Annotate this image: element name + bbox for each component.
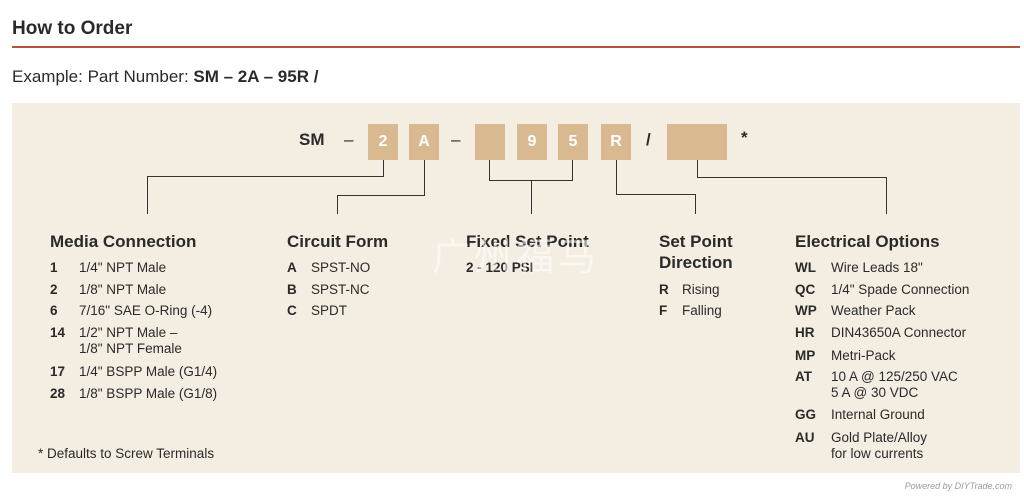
connector-electrical-drop (697, 160, 698, 178)
code-box-setpoint-3: 5 (558, 124, 588, 160)
media-text: 1/8" NPT Male (79, 282, 167, 297)
electrical-code: WL (795, 260, 816, 275)
media-text-continued: 1/8" NPT Female (79, 341, 182, 356)
connector-circuit-horizontal (337, 195, 425, 196)
circuit-form-title: Circuit Form (287, 232, 389, 251)
example-prefix: Example: Part Number: (12, 67, 194, 86)
circuit-text: SPDT (311, 303, 348, 318)
watermark: 广州福马 (432, 237, 601, 279)
electrical-text: Internal Ground (831, 407, 925, 422)
electrical-text: Weather Pack (831, 303, 916, 318)
electrical-code: QC (795, 282, 816, 297)
part-asterisk: * (741, 128, 748, 147)
direction-text: Rising (682, 282, 720, 297)
part-dash-2: – (451, 130, 461, 149)
connector-direction-horizontal (616, 194, 696, 195)
electrical-text: 10 A @ 125/250 VAC (831, 369, 958, 384)
media-text: 1/4" NPT Male (79, 260, 167, 275)
circuit-text: SPST-NO (311, 260, 371, 275)
direction-title-line1: Set Point (659, 232, 733, 251)
electrical-code: HR (795, 325, 815, 340)
title-divider (12, 46, 1020, 48)
electrical-text: DIN43650A Connector (831, 325, 967, 340)
footnote: * Defaults to Screw Terminals (38, 446, 215, 461)
media-text: 1/8" BSPP Male (G1/8) (79, 386, 218, 401)
circuit-text: SPST-NC (311, 282, 370, 297)
electrical-options-title: Electrical Options (795, 232, 940, 251)
direction-title-line2: Direction (659, 253, 733, 272)
connector-setpoint-rise (531, 180, 532, 214)
media-connection-title: Media Connection (50, 232, 197, 251)
electrical-text: Metri-Pack (831, 348, 896, 363)
page-title: How to Order (12, 18, 133, 39)
connector-media-rise (147, 176, 148, 214)
connector-setpoint-left (489, 160, 490, 181)
electrical-code: GG (795, 407, 817, 422)
media-text: 1/4" BSPP Male (G1/4) (79, 364, 218, 379)
electrical-code: MP (795, 348, 816, 363)
fixed-set-point-title: Fixed Set Point (466, 232, 589, 251)
electrical-text: Gold Plate/Alloy (831, 430, 928, 445)
connector-media-drop (383, 160, 384, 177)
direction-text: Falling (682, 303, 722, 318)
connector-direction-rise (695, 194, 696, 214)
electrical-text-continued: 5 A @ 30 VDC (831, 385, 919, 400)
code-box-direction: R (601, 124, 631, 160)
circuit-code: C (287, 303, 297, 318)
electrical-code: AT (795, 369, 812, 384)
connector-electrical-rise (886, 177, 887, 214)
ordering-panel (12, 103, 1020, 473)
code-box-circuit: A (409, 124, 439, 160)
media-code: 28 (50, 386, 66, 401)
media-text: 7/16" SAE O-Ring (-4) (79, 303, 213, 318)
media-code: 14 (50, 325, 66, 340)
code-box-setpoint-2: 9 (517, 124, 547, 160)
media-code: 1 (50, 260, 58, 275)
electrical-text: Wire Leads 18" (831, 260, 923, 275)
example-part-number: SM – 2A – 95R / (193, 67, 319, 86)
connector-circuit-drop (424, 160, 425, 196)
connector-media-horizontal (147, 176, 384, 177)
part-slash: / (646, 130, 651, 149)
circuit-code: B (287, 282, 297, 297)
media-code: 2 (50, 282, 58, 297)
powered-by-footer: Powered by DIYTrade.com (904, 481, 1012, 491)
part-dash-1: – (344, 130, 354, 149)
code-box-setpoint-1 (475, 124, 505, 160)
connector-circuit-rise (337, 195, 338, 214)
set-point-range: 2 - 120 PSI (466, 260, 534, 275)
code-box-electrical (667, 124, 727, 160)
connector-setpoint-right (572, 160, 573, 181)
connector-direction-drop (616, 160, 617, 195)
media-text: 1/2" NPT Male – (79, 325, 178, 340)
circuit-code: A (287, 260, 297, 275)
electrical-code: AU (795, 430, 815, 445)
electrical-code: WP (795, 303, 817, 318)
direction-code: R (659, 282, 669, 297)
media-code: 6 (50, 303, 58, 318)
connector-electrical-horizontal (697, 177, 887, 178)
electrical-text: 1/4" Spade Connection (831, 282, 970, 297)
direction-code: F (659, 303, 668, 318)
electrical-text-continued: for low currents (831, 446, 924, 461)
example-line: Example: Part Number: SM – 2A – 95R / (12, 67, 318, 87)
part-prefix-sm: SM (299, 130, 325, 149)
media-code: 17 (50, 364, 66, 379)
code-box-media-1: 2 (368, 124, 398, 160)
